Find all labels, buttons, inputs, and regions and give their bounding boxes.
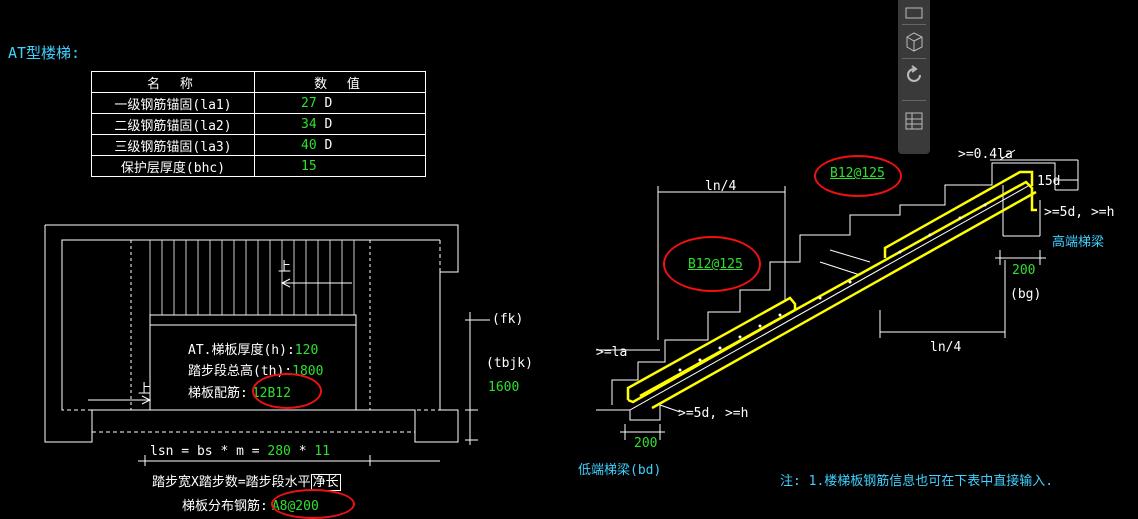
- up-label-2: 上: [138, 382, 152, 397]
- table-row: 三级钢筋锚固(la3) 40 D: [91, 134, 426, 156]
- tbjk-label: (tbjk): [486, 356, 533, 371]
- ln4-top-label: ln/4: [705, 179, 737, 194]
- lsn-row: lsn = bs * m = 280 * 11: [150, 444, 330, 459]
- low-beam-label: 低端梯梁(bd): [578, 463, 662, 478]
- row-name: 一级钢筋锚固(la1): [91, 92, 255, 114]
- ln4-bottom-label: ln/4: [930, 340, 962, 355]
- thickness-row: AT.梯板厚度(h):120: [188, 339, 318, 358]
- bg-label: (bg): [1010, 287, 1042, 302]
- dist-rebar-highlight-ellipse: [271, 489, 355, 519]
- table-row: 保护层厚度(bhc) 15: [91, 155, 426, 177]
- lsn-prefix: lsn = bs * m =: [150, 444, 268, 459]
- fk-label: (fk): [492, 312, 524, 327]
- bs-value[interactable]: 280: [267, 444, 291, 459]
- anchorage-table: 名 称 数 值 一级钢筋锚固(la1) 27 D 二级钢筋锚固(la2) 34 …: [91, 71, 426, 177]
- rebar-dots: [678, 203, 987, 372]
- anchor-top-label: >=0.4la: [958, 147, 1013, 162]
- thickness-value[interactable]: 120: [294, 343, 319, 358]
- row-value-cell[interactable]: 15: [254, 155, 426, 177]
- column-header-value: 数 值: [254, 71, 426, 93]
- toolbar-divider: [902, 100, 926, 101]
- note-text: 注: 1.楼梯板钢筋信息也可在下表中直接输入.: [780, 474, 1054, 489]
- tbjk-value[interactable]: 1600: [488, 380, 520, 395]
- table-header-row: 名 称 数 值: [91, 71, 426, 93]
- bg-value[interactable]: 200: [1012, 263, 1036, 278]
- stair-section-outline: [596, 149, 1079, 440]
- cube-icon[interactable]: [901, 28, 927, 54]
- rebar-lines: [626, 170, 1037, 410]
- toolbar-divider: [902, 24, 926, 25]
- dist-rebar-label: 梯板分布钢筋:: [182, 499, 268, 514]
- row-unit: D: [324, 95, 333, 111]
- orbit-icon[interactable]: [901, 62, 927, 88]
- grid-icon[interactable]: [901, 108, 927, 134]
- row-name: 三级钢筋锚固(la3): [91, 134, 255, 156]
- mult-sign: *: [290, 444, 315, 459]
- rebar-highlight-ellipse: [252, 373, 322, 409]
- anchor-la-label: >=la: [596, 345, 628, 360]
- stair-type-title: AT型楼梯:: [8, 44, 81, 62]
- formula-row: 踏步宽X踏步数=踏步段水平净长: [152, 471, 341, 491]
- toolbar-divider: [902, 58, 926, 59]
- row-unit: D: [324, 137, 333, 153]
- row-unit: D: [324, 116, 333, 132]
- row-value[interactable]: 15: [301, 158, 317, 174]
- stair-plan-outline: [44, 224, 490, 466]
- row-value[interactable]: 40: [301, 137, 317, 153]
- formula-main: 踏步宽X踏步数=踏步段水平: [152, 475, 311, 490]
- bd-value[interactable]: 200: [634, 436, 658, 451]
- row-value[interactable]: 27: [301, 95, 317, 111]
- rebar-label: 梯板配筋:: [188, 386, 248, 401]
- high-beam-label: 高端梯梁: [1052, 235, 1105, 250]
- formula-boxed: 净长: [310, 474, 341, 491]
- bottom-rebar-highlight-ellipse: [663, 236, 761, 292]
- view-toolbar: [898, 0, 930, 154]
- hook-15d-label: 15d: [1037, 174, 1061, 189]
- anchor-5d-top-label: >=5d, >=h: [1044, 205, 1115, 220]
- top-rebar-highlight-ellipse: [814, 155, 902, 197]
- up-label: 上: [278, 260, 292, 275]
- row-name: 保护层厚度(bhc): [91, 155, 255, 177]
- thickness-label: AT.梯板厚度(h):: [188, 343, 295, 358]
- pan-icon[interactable]: [901, 0, 927, 26]
- row-value[interactable]: 34: [301, 116, 317, 132]
- anchor-5d-bottom-label: >=5d, >=h: [678, 406, 749, 421]
- m-value[interactable]: 11: [314, 444, 331, 459]
